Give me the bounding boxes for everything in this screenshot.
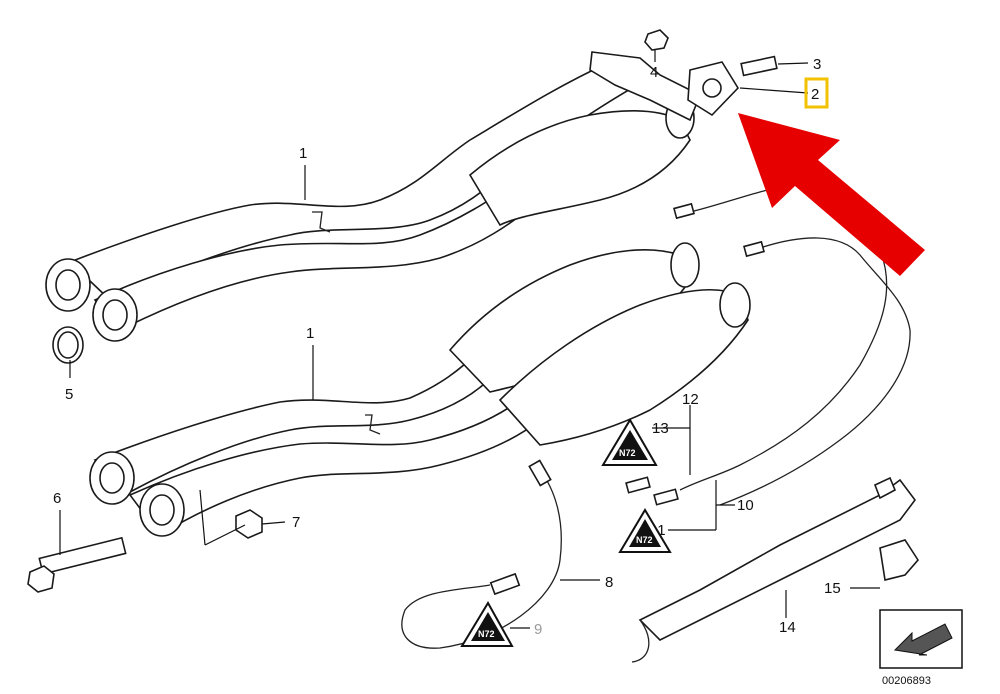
reference-number: 00206893 <box>882 675 931 687</box>
callout-9: 9 <box>534 621 542 638</box>
callout-1-lower: 1 <box>306 325 314 342</box>
gasket-and-fasteners <box>27 29 778 593</box>
callout-14: 14 <box>779 619 796 636</box>
callout-12: 12 <box>682 391 699 408</box>
leader-lines <box>59 50 880 629</box>
warning-triangle-icon: N72 <box>618 508 672 553</box>
warning-triangle-icon: N72 <box>460 601 514 647</box>
svg-text:N72: N72 <box>619 448 636 458</box>
bracket-and-clips <box>631 476 919 663</box>
highlight-box-2 <box>804 77 829 109</box>
front-pipe-upper <box>45 51 702 342</box>
svg-text:N72: N72 <box>636 535 653 545</box>
callout-10: 10 <box>737 497 754 514</box>
callout-2: 2 <box>811 86 819 103</box>
callout-6: 6 <box>53 490 61 507</box>
red-pointer-arrow-icon <box>738 113 925 276</box>
oxygen-sensor-cables <box>401 184 911 649</box>
callout-5: 5 <box>65 386 73 403</box>
callout-4: 4 <box>650 64 658 81</box>
callout-15: 15 <box>824 580 841 597</box>
front-pipe-lower <box>89 242 751 537</box>
svg-text:N72: N72 <box>478 629 495 639</box>
callout-7: 7 <box>292 514 300 531</box>
callout-1-upper: 1 <box>299 145 307 162</box>
callout-8: 8 <box>605 574 613 591</box>
reference-direction-icon <box>879 609 963 669</box>
callout-13: 13 <box>652 420 669 437</box>
callout-numbers: 1 1 2 3 4 5 6 7 8 9 10 11 12 13 14 15 <box>53 56 841 638</box>
callout-3: 3 <box>813 56 821 73</box>
warning-badges: N72 N72 N72 <box>460 418 672 647</box>
warning-triangle-icon: N72 <box>601 418 658 466</box>
